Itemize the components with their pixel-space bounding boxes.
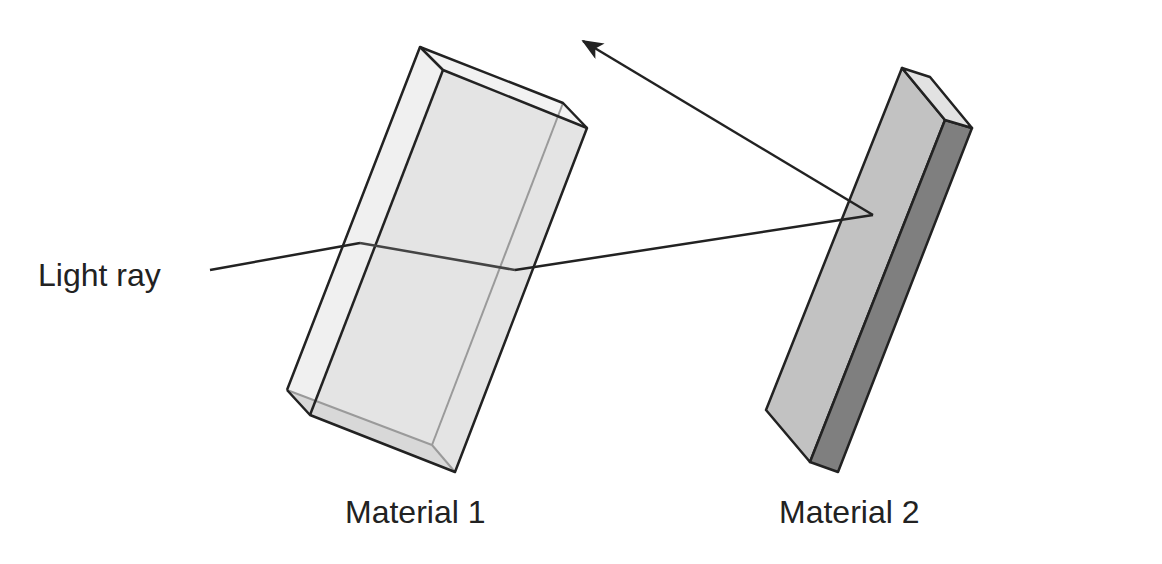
material-label: Material 2 xyxy=(779,493,920,531)
material-label: Material 1 xyxy=(345,493,486,531)
light-ray-out xyxy=(515,215,873,270)
ray-label: Light ray xyxy=(38,256,161,294)
reflected-ray xyxy=(583,41,873,215)
glass-block xyxy=(287,47,587,472)
light-ray xyxy=(210,243,360,270)
opaque-bar xyxy=(766,68,972,472)
light-ray-refracted xyxy=(360,243,515,270)
